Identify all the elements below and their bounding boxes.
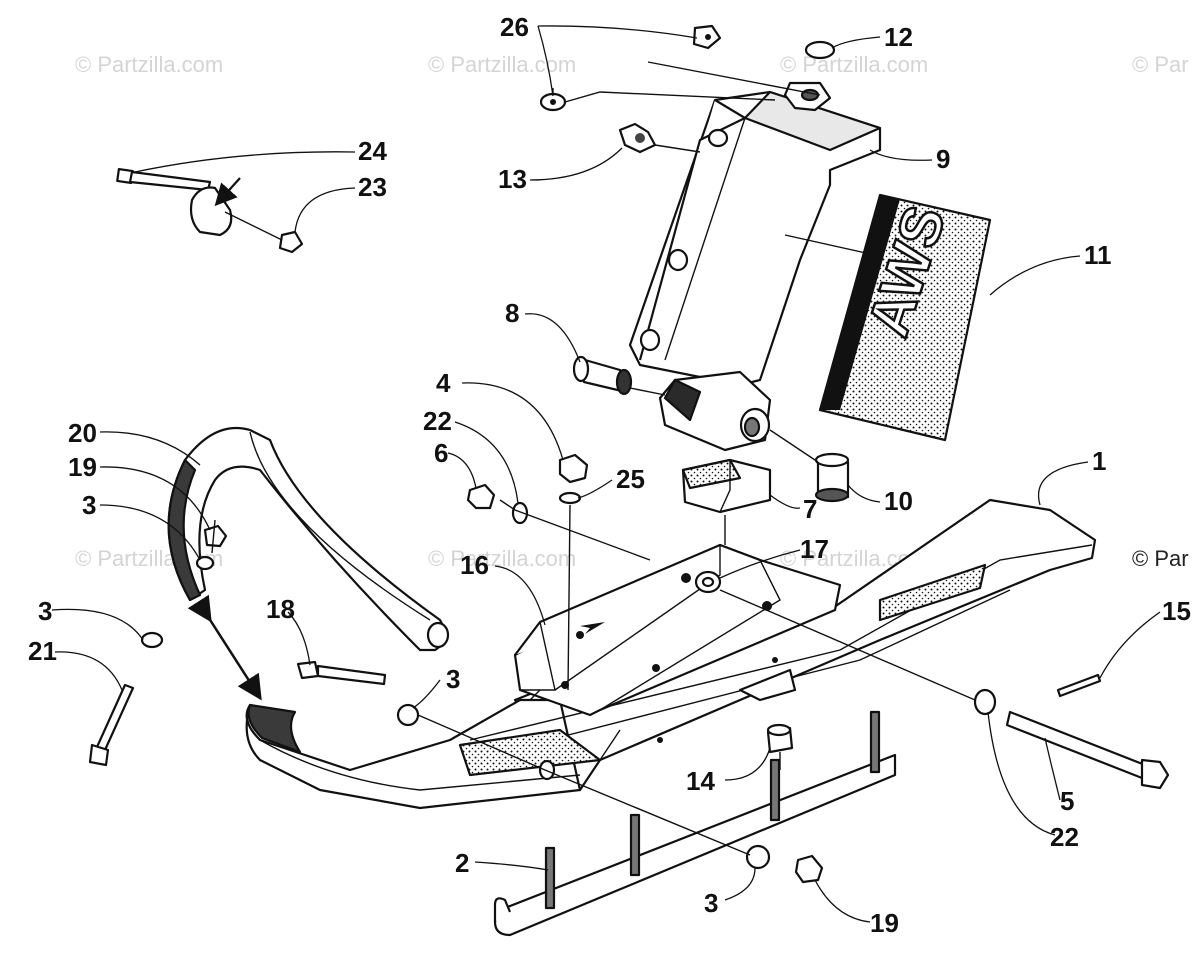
callout-24: 24 — [358, 136, 387, 166]
bumper-nut — [278, 230, 304, 254]
callout-17: 17 — [800, 534, 829, 564]
runner-spacer — [766, 723, 794, 754]
ski — [245, 498, 1097, 810]
watermark: © Partzilla.com — [780, 52, 928, 77]
callout-18: 18 — [266, 594, 295, 624]
grease-fitting — [618, 122, 657, 154]
loop-bolt — [88, 683, 135, 767]
lower-pivot-block — [658, 370, 772, 452]
callout-16: 16 — [460, 550, 489, 580]
callout-1: 1 — [1092, 446, 1106, 476]
callout-13: 13 — [498, 164, 527, 194]
callout-8: 8 — [505, 298, 519, 328]
callout-23: 23 — [358, 172, 387, 202]
callout-2: 2 — [455, 848, 469, 878]
cotter-pin — [1056, 673, 1102, 698]
callout-9: 9 — [936, 144, 950, 174]
callout-4: 4 — [436, 368, 451, 398]
side-washer — [511, 501, 529, 525]
callout-12: 12 — [884, 22, 913, 52]
decal: AWS — [818, 193, 992, 442]
watermark: © Partzilla.com — [75, 52, 223, 77]
loop-bolt-washer — [140, 631, 164, 649]
spindle-housing — [628, 81, 882, 387]
callout-10: 10 — [884, 486, 913, 516]
callout-14: 14 — [686, 766, 715, 796]
callout-20: 20 — [68, 418, 97, 448]
runner-washer — [745, 844, 771, 870]
watermark: © Par — [1132, 52, 1189, 77]
spacer-block — [681, 458, 772, 514]
loop-nut — [203, 524, 228, 548]
wear-bar — [493, 710, 897, 937]
callout-21: 21 — [28, 636, 57, 666]
callout-15: 15 — [1162, 596, 1191, 626]
washer — [694, 570, 722, 594]
saddle-nut — [558, 453, 589, 484]
callout-19: 19 — [68, 452, 97, 482]
callout-19: 19 — [870, 908, 899, 938]
bushing-right — [814, 452, 850, 503]
top-nut — [692, 24, 722, 50]
callout-3: 3 — [82, 490, 96, 520]
side-nut — [466, 483, 496, 510]
spindle-bolt — [1005, 710, 1170, 790]
spindle-washer — [973, 688, 997, 716]
top-washer-bolt — [539, 88, 567, 112]
loop-washer — [195, 555, 215, 571]
callout-3: 3 — [38, 596, 52, 626]
watermark: © Par — [1132, 546, 1189, 571]
callout-3: 3 — [704, 888, 718, 918]
callout-25: 25 — [616, 464, 645, 494]
saddle-washer — [558, 491, 582, 505]
top-cap — [804, 40, 836, 60]
bushing — [572, 355, 633, 396]
ski-tip-bolt — [296, 660, 387, 686]
bumper-bolt — [116, 167, 241, 237]
callout-3: 3 — [446, 664, 460, 694]
ski-saddle — [513, 543, 842, 717]
watermark: © Partzilla.com — [428, 52, 576, 77]
callout-22: 22 — [423, 406, 452, 436]
ski-tip-washer — [396, 703, 420, 727]
callout-7: 7 — [803, 494, 817, 524]
callout-22: 22 — [1050, 822, 1079, 852]
callout-5: 5 — [1060, 786, 1074, 816]
runner-nut — [794, 854, 824, 884]
callout-11: 11 — [1084, 240, 1112, 270]
callout-26: 26 — [500, 12, 529, 42]
callout-6: 6 — [434, 438, 448, 468]
leader-lines — [51, 25, 1161, 923]
